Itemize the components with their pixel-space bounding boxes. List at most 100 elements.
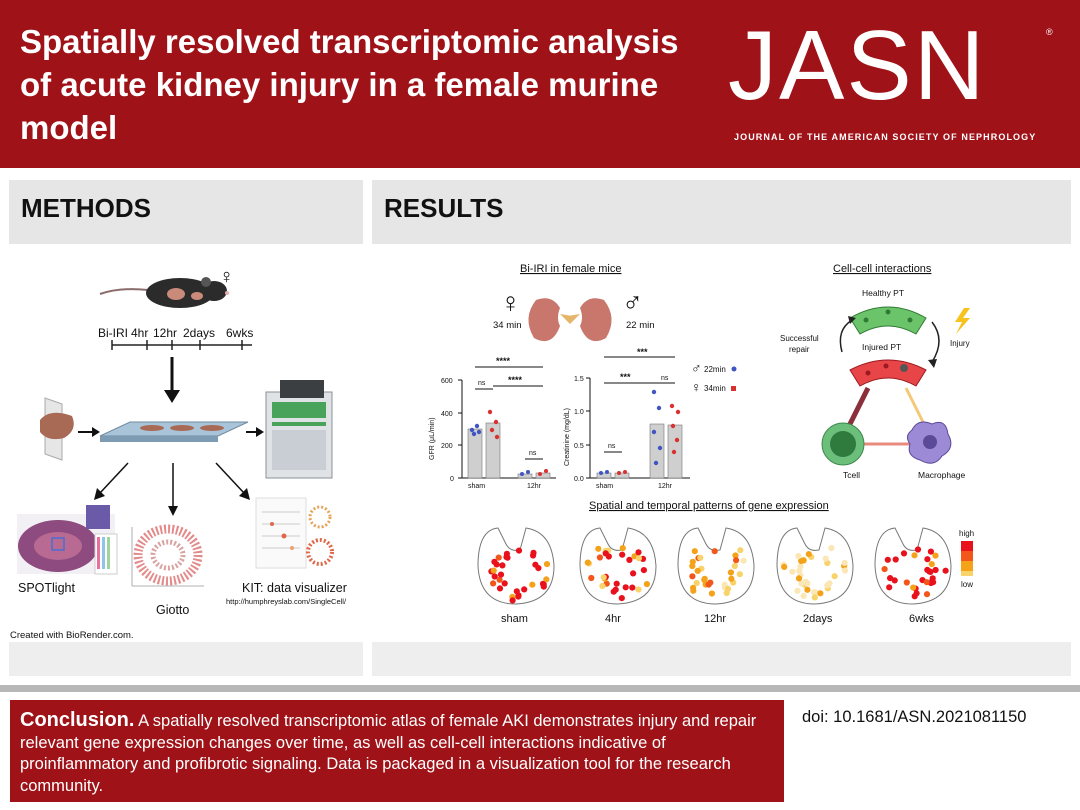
- expression-spot: [501, 580, 508, 587]
- expression-spot: [728, 575, 735, 582]
- gfr-xtick: 12hr: [527, 483, 542, 490]
- expression-spot: [828, 545, 835, 552]
- expression-spot: [540, 583, 547, 590]
- gfr-significance: ****: [496, 356, 511, 366]
- gfr-ytick: 200: [441, 443, 453, 450]
- timeline-label: Bi-IRI: [98, 326, 128, 340]
- creat-ylabel: Creatinine (mg/dL): [564, 408, 571, 466]
- timeline-label: 2days: [183, 326, 215, 340]
- creat-ytick: 0.5: [574, 443, 584, 450]
- kidney-section-icon: [874, 527, 952, 605]
- injured-pt-label: Injured PT: [862, 342, 901, 352]
- kidney-section-icon: [776, 527, 854, 605]
- jasn-logo: JASN: [728, 10, 987, 120]
- biorender-credit: Created with BioRender.com.: [10, 630, 134, 641]
- female-symbol: ♀: [219, 266, 234, 288]
- expression-spot: [900, 550, 908, 557]
- expression-spot: [708, 590, 716, 597]
- kit-label: KIT: data visualizer: [242, 581, 347, 595]
- injured-tcell-link: [845, 386, 871, 430]
- timepoint-label: 6wks: [909, 613, 935, 625]
- timepoint-label: sham: [501, 613, 528, 625]
- methods-heading: METHODS: [21, 193, 151, 223]
- expression-spot: [727, 569, 735, 576]
- expression-scale-mid: [961, 551, 973, 561]
- header-banner: [0, 0, 1080, 168]
- cell-interactions-title: Cell-cell interactions: [833, 263, 932, 275]
- expression-spot: [887, 575, 894, 582]
- expression-scale-high: [961, 541, 973, 551]
- expression-spot: [530, 549, 537, 556]
- expression-spot: [781, 563, 788, 571]
- conclusion-text: A spatially resolved transcriptomic atla…: [20, 712, 757, 795]
- expression-spot: [588, 574, 595, 582]
- kit-url: http://humphreyslab.com/SingleCell/: [226, 597, 347, 606]
- male-ischemia-time: 22 min: [626, 320, 655, 331]
- gfr-ytick: 400: [441, 411, 453, 418]
- gfr-ylabel: GFR (μL/min): [429, 417, 436, 460]
- creat-xtick: sham: [596, 483, 613, 490]
- chart-legend: ♂ 22min ♀ 34min: [691, 360, 737, 395]
- kidney-section-icon: [579, 527, 657, 605]
- expression-spot: [927, 548, 935, 555]
- expression-spot: [810, 589, 818, 596]
- kidney-section-icon: [677, 527, 755, 605]
- expression-spot: [693, 579, 700, 587]
- tcell-label: Tcell: [843, 470, 860, 480]
- expression-spot: [635, 586, 642, 593]
- expression-spot: [841, 559, 848, 567]
- expression-spot: [789, 568, 796, 575]
- female-legend-label: 34min: [704, 384, 726, 393]
- separator-bar: [0, 685, 1080, 692]
- creat-significance: ns: [661, 375, 669, 382]
- expression-spot: [515, 547, 523, 554]
- injured-macrophage-link: [904, 387, 928, 429]
- expression-spot: [543, 576, 550, 583]
- expression-spot: [493, 561, 500, 568]
- expression-spot: [804, 580, 811, 587]
- methods-footer: [9, 642, 363, 676]
- expression-spot: [913, 590, 920, 597]
- conclusion-label: Conclusion.: [20, 709, 135, 731]
- results-header: RESULTS: [372, 180, 1071, 244]
- expression-spot: [929, 579, 936, 586]
- tissue-sample-icon: [40, 397, 74, 461]
- expression-spot: [596, 554, 604, 561]
- expression-spot: [619, 551, 626, 558]
- expression-spot: [491, 573, 498, 580]
- results-heading: RESULTS: [384, 193, 504, 223]
- kit-visualizer-image: [255, 497, 334, 569]
- expression-spot: [800, 592, 807, 600]
- legend-high: high: [959, 529, 974, 538]
- mouse-icon: [99, 277, 229, 308]
- expression-spot: [691, 548, 698, 555]
- expression-spot: [503, 554, 510, 561]
- timepoint-label: 2days: [803, 613, 833, 625]
- registered-mark: ®: [1046, 27, 1053, 37]
- timepoint-label: 4hr: [605, 613, 621, 625]
- expression-spot: [824, 582, 831, 589]
- expression-spot: [689, 563, 696, 570]
- creat-significance: ns: [608, 443, 616, 450]
- gfr-significance: ns: [529, 450, 537, 457]
- expression-spot: [711, 548, 718, 555]
- male-legend-label: 22min: [704, 365, 726, 374]
- creatinine-chart: 1.5 1.0 0.5 0.0 Creatinine (mg/dL) sham …: [564, 347, 690, 490]
- gfr-ytick: 600: [441, 378, 453, 385]
- expression-spot: [794, 587, 801, 594]
- expression-spot: [595, 545, 602, 552]
- expression-spot: [630, 570, 637, 577]
- expression-spot: [892, 556, 899, 563]
- gfr-significance: ns: [478, 380, 486, 387]
- expression-spot: [731, 562, 738, 570]
- results-figure: Bi-IRI in female mice ♀ ♂ 34 min 22 min …: [429, 263, 974, 625]
- biiri-title: Bi-IRI in female mice: [520, 263, 621, 275]
- expression-spot: [923, 579, 930, 586]
- kidney-icon: [568, 298, 612, 342]
- expression-spot: [690, 587, 697, 594]
- expression-spot: [736, 571, 743, 578]
- expression-spot: [635, 555, 643, 562]
- expression-spot: [891, 577, 898, 584]
- timeline-label: 6wks: [226, 326, 253, 340]
- expression-spot: [543, 561, 551, 568]
